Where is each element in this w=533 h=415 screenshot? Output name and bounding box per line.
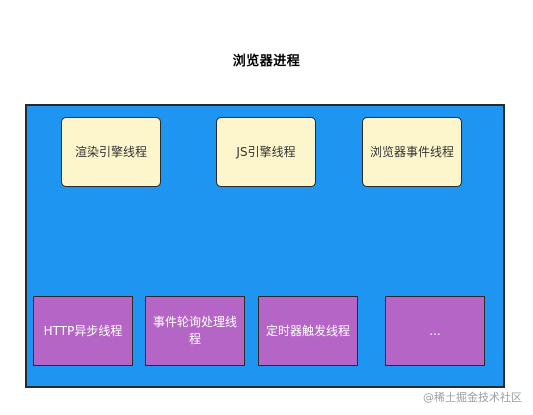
node-label: JS引擎线程 bbox=[236, 144, 296, 159]
render-engine-thread-node: 渲染引擎线程 bbox=[61, 117, 161, 187]
node-label: 事件轮询处理线程 bbox=[152, 315, 237, 346]
node-label: HTTP异步线程 bbox=[43, 323, 123, 338]
more-threads-node: ... bbox=[385, 296, 485, 366]
timer-trigger-thread-node: 定时器触发线程 bbox=[258, 296, 358, 366]
http-async-thread-node: HTTP异步线程 bbox=[33, 296, 133, 366]
watermark: @稀土掘金技术社区 bbox=[423, 391, 522, 404]
node-label: 渲染引擎线程 bbox=[74, 144, 147, 159]
event-loop-thread-node: 事件轮询处理线程 bbox=[145, 296, 245, 366]
node-label: 定时器触发线程 bbox=[265, 323, 350, 338]
js-engine-thread-node: JS引擎线程 bbox=[216, 117, 316, 187]
browser-event-thread-node: 浏览器事件线程 bbox=[362, 117, 462, 187]
diagram-title: 浏览器进程 bbox=[232, 54, 301, 69]
node-label: ... bbox=[429, 323, 441, 338]
node-label: 浏览器事件线程 bbox=[369, 144, 454, 159]
